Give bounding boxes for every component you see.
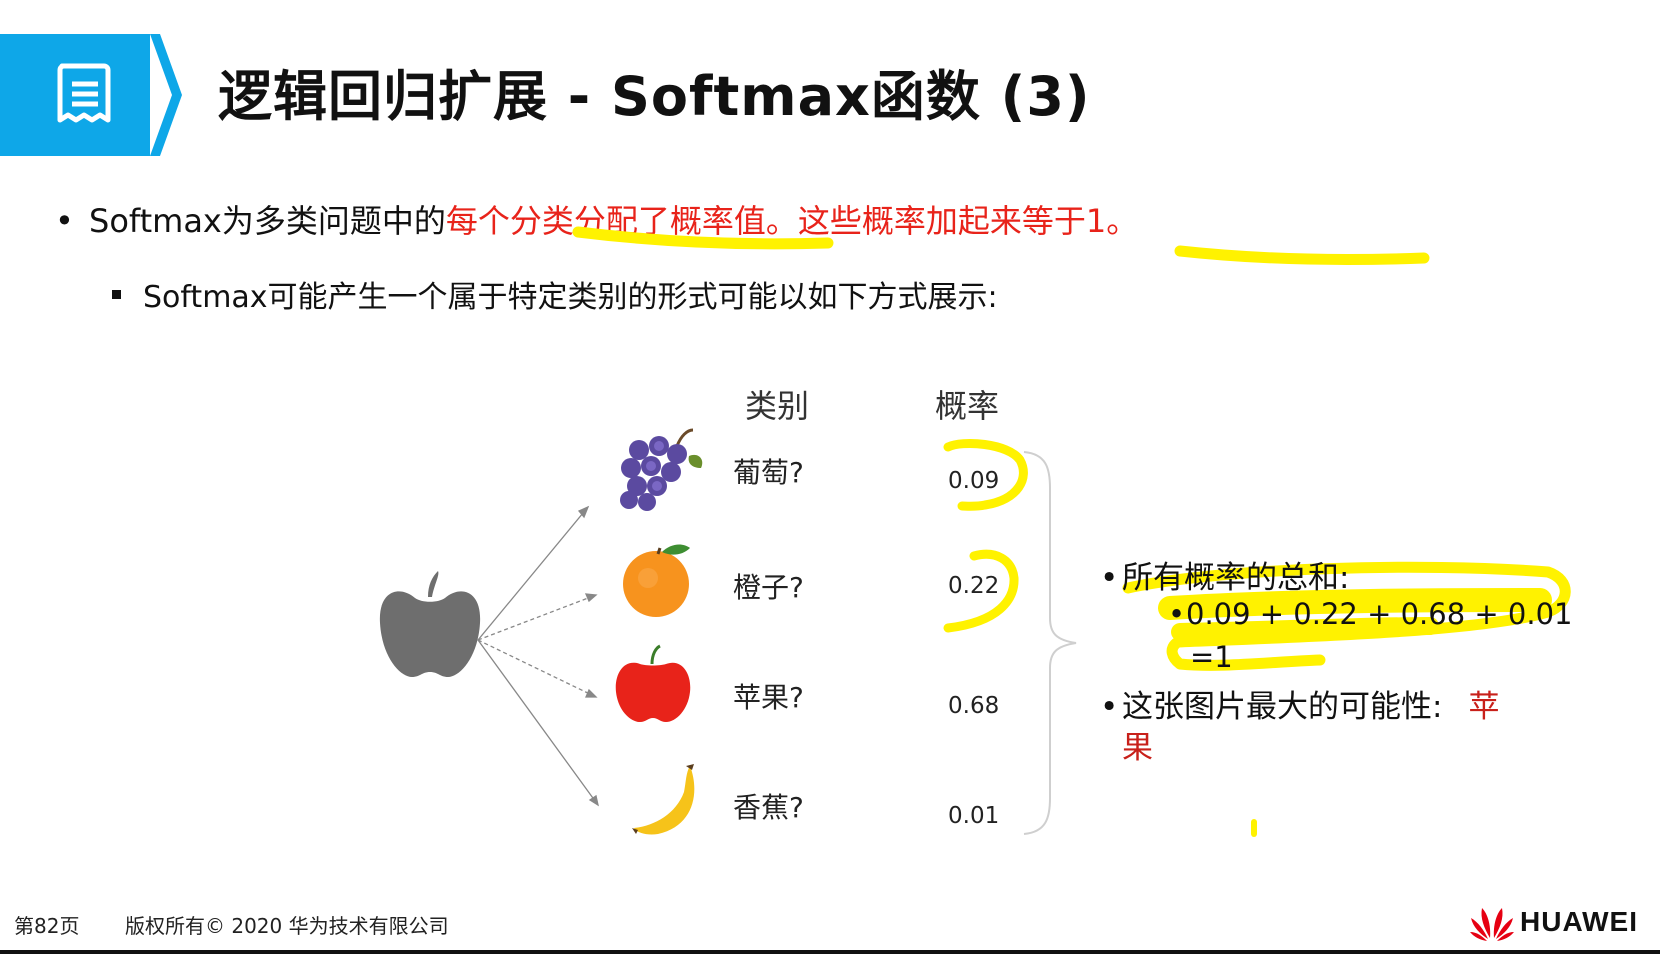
- marker-underline-2: [1174, 245, 1430, 265]
- label-orange: 橙子?: [733, 571, 804, 604]
- page-title: 逻辑回归扩展 - Softmax函数 (3): [218, 65, 1091, 128]
- document-icon: [57, 63, 111, 123]
- grapes-icon: [620, 428, 703, 511]
- sub-bullet-marker: [112, 290, 121, 299]
- marker-circle-sum: [1122, 561, 1571, 671]
- banana-icon: [632, 764, 695, 835]
- sum-title: •所有概率的总和:: [1100, 560, 1350, 596]
- sum-result: =1: [1190, 640, 1233, 674]
- main-bullet: • Softmax为多类问题中的每个分类分配了概率值。这些概率加起来等于1。: [55, 196, 1138, 242]
- marker-fill-sum: [1158, 588, 1552, 620]
- marker-underline-1: [572, 226, 834, 250]
- gray-apple-icon: [379, 571, 481, 677]
- marker-circle-022: [943, 549, 1019, 633]
- sum-expression-text: 0.09 + 0.22 + 0.68 + 0.01: [1186, 597, 1573, 631]
- prob-banana: 0.01: [948, 803, 1000, 829]
- main-bullet-highlight: 每个分类分配了概率值。这些概率加起来等于1。: [445, 202, 1139, 240]
- sub-bullet: Softmax可能产生一个属于特定类别的形式可能以如下方式展示:: [112, 272, 998, 316]
- title-banner: [0, 34, 182, 156]
- input-apple-with-arrows: [379, 505, 599, 807]
- marker-circle-009: [943, 439, 1028, 511]
- sum-expression: •0.09 + 0.22 + 0.68 + 0.01: [1168, 597, 1573, 631]
- main-bullet-prefix: Softmax为多类问题中的: [89, 202, 446, 240]
- max-likelihood: •这张图片最大的可能性:苹: [1100, 689, 1500, 725]
- red-apple-icon: [615, 644, 691, 722]
- huawei-logo: HUAWEI: [1470, 900, 1650, 944]
- prob-grapes: 0.09: [948, 468, 1000, 494]
- curly-brace: [1023, 451, 1077, 835]
- max-likelihood-text: 这张图片最大的可能性:: [1122, 689, 1443, 725]
- col-probability-header: 概率: [935, 387, 1000, 425]
- footer-rule: [0, 950, 1660, 954]
- bullet-dot: •: [55, 202, 74, 240]
- marker-fill-sum-2: [1171, 617, 1439, 641]
- prob-orange: 0.22: [948, 573, 1000, 599]
- prob-apple: 0.68: [948, 693, 1000, 719]
- sub-bullet-text: Softmax可能产生一个属于特定类别的形式可能以如下方式展示:: [143, 280, 998, 315]
- max-likelihood-answer-1: 苹: [1468, 689, 1500, 725]
- copyright: 版权所有© 2020 华为技术有限公司: [125, 914, 449, 938]
- orange-icon: [623, 544, 690, 617]
- max-likelihood-answer-2: 果: [1122, 730, 1153, 766]
- label-apple: 苹果?: [733, 681, 804, 714]
- huawei-flower-icon: [1470, 908, 1514, 941]
- huawei-wordmark: HUAWEI: [1520, 906, 1638, 937]
- col-category-header: 类别: [745, 387, 810, 425]
- sum-title-text: 所有概率的总和:: [1122, 560, 1350, 596]
- page-number: 第82页: [14, 914, 80, 938]
- label-banana: 香蕉?: [733, 791, 804, 824]
- label-grapes: 葡萄?: [733, 456, 804, 489]
